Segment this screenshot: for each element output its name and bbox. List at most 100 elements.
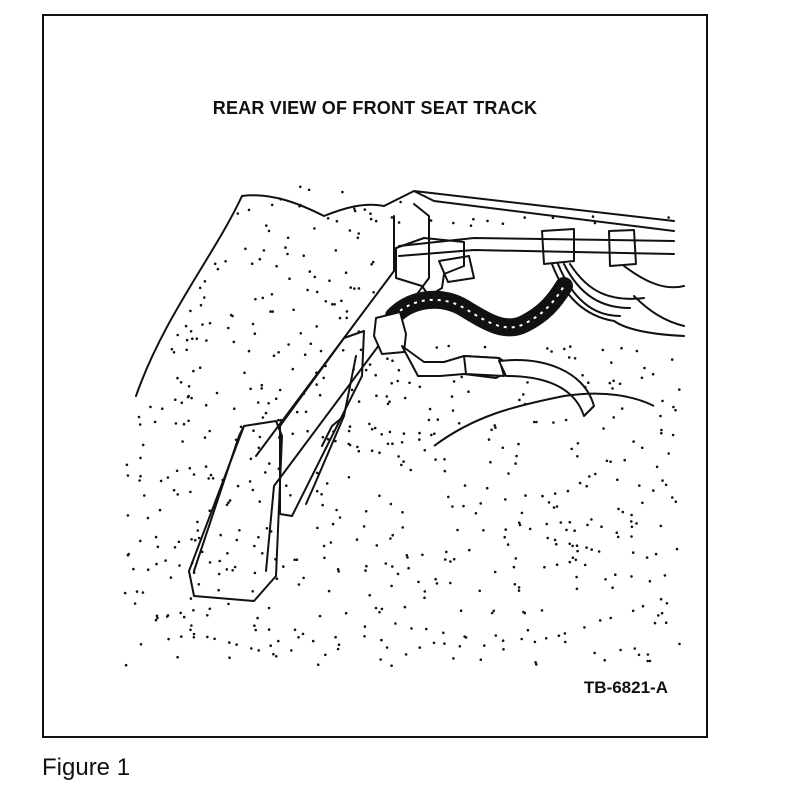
stipple-dot [590,518,593,521]
stipple-dot [616,535,620,539]
stipple-dot [125,463,129,467]
stipple-dot [545,522,548,526]
stipple-dot [506,543,510,546]
stipple-dot [198,286,202,290]
stipple-dot [267,606,271,610]
stipple-dot [141,443,145,447]
stipple-dot [192,369,195,373]
stipple-dot [630,525,634,529]
stipple-dot [479,502,483,505]
stipple-dot [268,462,271,465]
stipple-dot [663,574,667,577]
stipple-dot [297,583,301,586]
stipple-dot [635,349,639,353]
stipple-dot [155,562,158,566]
stipple-dot [304,410,308,414]
stipple-dot [334,249,338,252]
stipple-dot [154,618,158,622]
stipple-dot [600,525,603,528]
figure-frame: REAR VIEW OF FRONT SEAT TRACK [42,14,708,738]
stipple-dot [336,647,340,651]
stipple-dot [139,539,142,543]
stipple-dot [428,407,432,411]
stipple-dot [485,486,489,490]
stipple-dot [417,580,420,584]
stipple-dot [261,416,265,419]
stipple-dot [380,433,384,436]
stipple-dot [659,524,663,528]
stipple-dot [292,308,295,312]
harness-clip [541,228,575,265]
stipple-dot [630,520,633,523]
stipple-dot [185,348,188,352]
stipple-dot [233,565,237,569]
stipple-dot [502,648,505,651]
stipple-dot [388,430,392,434]
stipple-dot [397,455,400,458]
stipple-dot [418,431,421,435]
stipple-dot [335,219,339,223]
stipple-dot [404,653,408,656]
stipple-dot [309,342,313,346]
stipple-dot [423,448,427,452]
stipple-dot [208,509,211,512]
stipple-dot [184,324,188,328]
stipple-dot [335,508,338,512]
stipple-dot [535,420,538,424]
stipple-dot [452,557,456,561]
stipple-dot [671,433,675,437]
harness-lower-wire [498,359,595,417]
stipple-dot [474,512,478,515]
stipple-dot [630,535,633,538]
stipple-dot [378,494,381,498]
stipple-dot [598,619,602,622]
stipple-dot [597,550,601,553]
stipple-dot [331,303,334,306]
stipple-dot [468,548,471,552]
stipple-dot [653,621,657,625]
stipple-dot [348,229,352,232]
stipple-dot [486,219,489,223]
stipple-dot [349,286,353,289]
floor-crease [433,392,655,447]
stipple-dot [372,291,375,294]
stipple-dot [264,471,267,474]
stipple-dot [156,545,160,549]
stipple-dot [479,658,483,661]
stipple-dot [646,653,650,656]
stipple-dot [568,560,572,564]
stipple-dot [378,451,381,455]
stipple-dot [640,446,644,450]
stipple-dot [517,442,520,446]
stipple-dot [443,558,447,561]
stipple-dot [166,476,170,479]
stipple-dot [217,572,221,576]
stipple-dot [520,511,524,515]
stipple-dot [374,219,378,223]
stipple-dot [621,510,625,514]
stipple-dot [258,500,261,503]
stipple-dot [353,209,357,213]
stipple-dot [384,562,388,565]
stipple-dot [515,454,518,458]
stipple-dot [573,529,576,532]
seat-track-illustration [123,185,685,667]
stipple-dot [646,659,649,663]
stipple-dot [618,382,622,386]
stipple-dot [546,536,549,540]
stipple-dot [208,429,211,433]
stipple-dot [247,208,251,212]
stipple-dot [318,393,322,397]
stipple-dot [467,390,470,394]
stipple-dot [299,332,303,335]
track-end-cap-edge [193,425,245,572]
stipple-dot [463,635,466,638]
stipple-dot [483,345,487,349]
stipple-dot [248,480,252,483]
stipple-dot [315,383,319,386]
stipple-dot [215,391,219,395]
stipple-dot [290,649,293,652]
stipple-dot [544,637,548,640]
stipple-dot [235,643,238,646]
stipple-dot [227,501,230,504]
